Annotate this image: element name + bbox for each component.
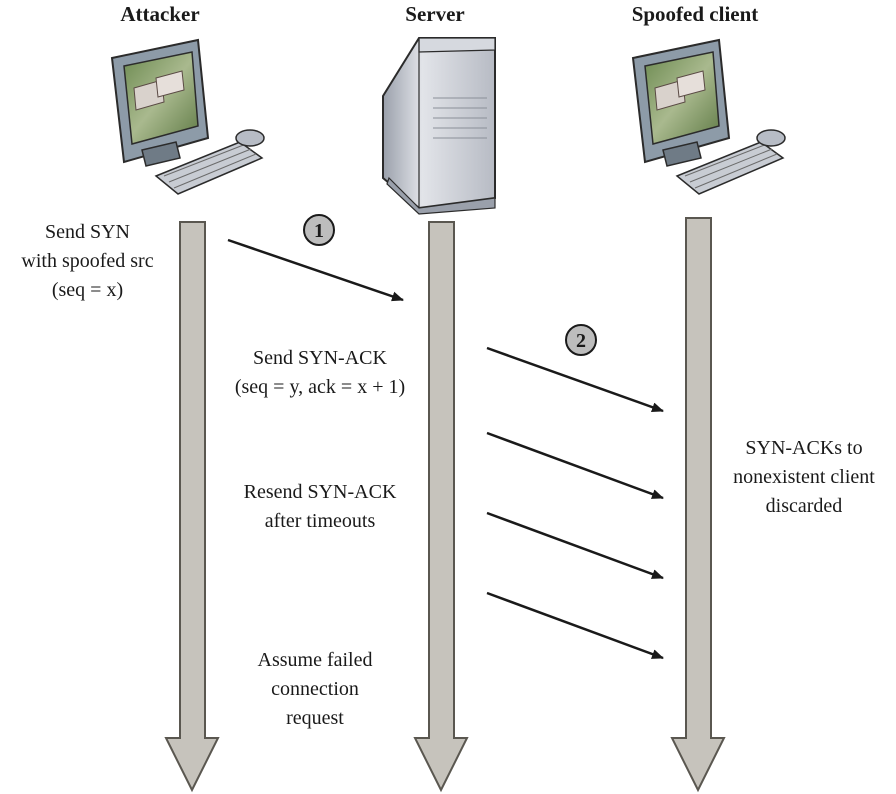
syn-ack-arrow-2 (486, 431, 664, 500)
syn-acks-discarded-label: SYN-ACKs to nonexistent client discarded (733, 437, 875, 517)
server-heading: Server (405, 2, 465, 26)
assume-failed-label: Assume failed connection request (257, 649, 373, 729)
attacker-computer-icon (110, 38, 265, 195)
resend-syn-ack-label: Resend SYN-ACK after timeouts (243, 481, 397, 532)
step-2-marker: 2 (565, 324, 597, 356)
step-2-number: 2 (576, 330, 586, 352)
attacker-heading: Attacker (120, 2, 200, 26)
send-syn-label: Send SYN with spoofed src (seq = x) (21, 221, 154, 301)
attacker-timeline (164, 221, 220, 793)
send-syn-ack-label: Send SYN-ACK (seq = y, ack = x + 1) (234, 347, 406, 398)
spoofed-client-timeline (670, 217, 726, 793)
syn-ack-arrow-1 (486, 346, 664, 413)
syn-ack-arrow-3 (486, 511, 664, 580)
server-tower-icon (382, 37, 496, 215)
spoofed-client-computer-icon (631, 38, 786, 195)
step-1-marker: 1 (303, 214, 335, 246)
syn-arrow (227, 238, 404, 302)
step-1-number: 1 (314, 220, 324, 242)
syn-ack-arrow-4 (486, 591, 664, 660)
spoofed-client-heading: Spoofed client (631, 2, 759, 26)
server-timeline (413, 221, 469, 793)
